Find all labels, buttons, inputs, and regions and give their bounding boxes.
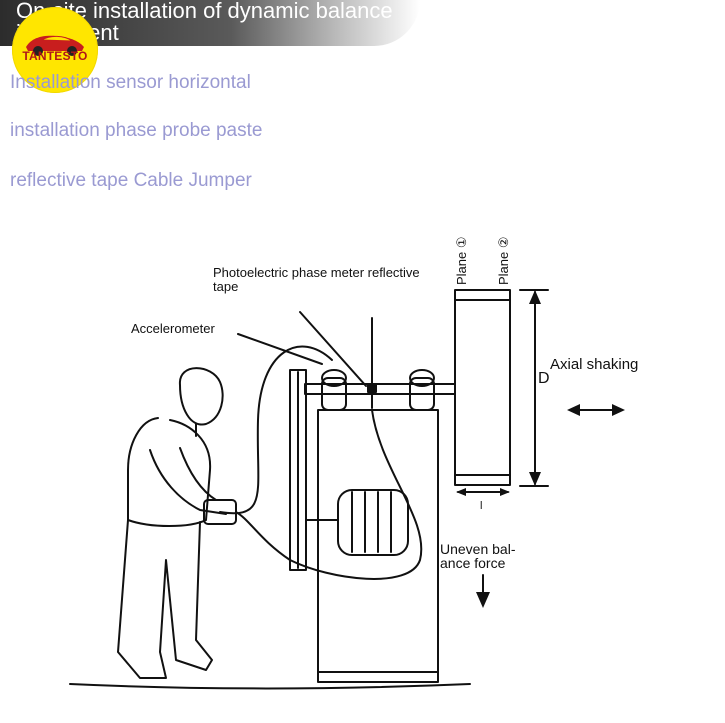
plane2-label: Plane ②: [496, 236, 511, 285]
caption-line-3: reflective tape Cable Jumper: [10, 170, 252, 191]
bearing-right: [409, 377, 435, 411]
photoelectric-label-line2: tape: [213, 279, 239, 294]
title-banner: On-site installation of dynamic balance …: [0, 0, 420, 46]
rotor-disc: [454, 289, 511, 486]
bearing-left: [321, 377, 347, 411]
sensor-cable: [219, 345, 333, 515]
drive-belt: [289, 369, 307, 571]
machine-cabinet: [317, 409, 439, 683]
diameter-label: D: [538, 370, 550, 387]
uneven-force-label-line2: ance force: [440, 555, 506, 571]
motor: [337, 489, 409, 556]
person-legs: [117, 519, 213, 679]
phase-cable: [235, 409, 423, 580]
person-arm: [149, 449, 227, 515]
accelerometer-label: Accelerometer: [131, 321, 215, 336]
axial-shaking-label: Axial shaking: [550, 356, 639, 373]
uneven-force-label-line1: Uneven bal-: [440, 541, 516, 557]
person-torso: [127, 417, 212, 527]
plane1-label: Plane ①: [454, 236, 469, 285]
person-head: [178, 367, 224, 426]
banner-title-line1: On-site installation of dynamic balance: [16, 0, 393, 23]
instrument-box: [203, 499, 237, 525]
brand-logo: TANTESTO: [12, 7, 98, 93]
photoelectric-label-line1: Photoelectric phase meter reflective: [213, 265, 420, 280]
car-logo-icon: [26, 35, 84, 56]
brand-name: TANTESTO: [22, 49, 88, 63]
ground-line: [69, 683, 471, 690]
caption-line-1: Installation sensor horizontal: [10, 72, 251, 93]
length-label: l: [480, 500, 483, 512]
caption-line-2: installation phase probe paste: [10, 120, 263, 141]
